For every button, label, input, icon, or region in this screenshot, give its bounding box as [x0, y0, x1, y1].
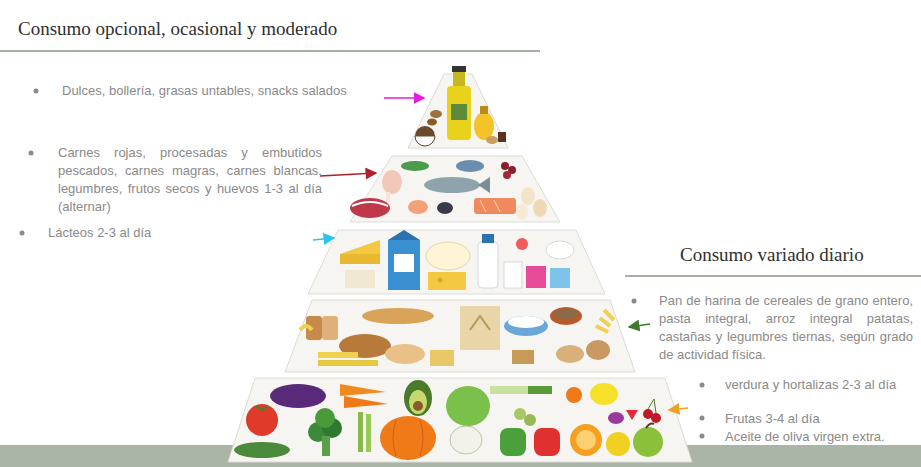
tier-proteins	[350, 160, 547, 220]
bullet-text: Dulces, bollería, grasas untables, snack…	[62, 82, 374, 100]
pyramid-tiers	[228, 74, 692, 462]
bullet-text: Frutas 3-4 al día	[725, 410, 911, 427]
section-heading: Consumo opcional, ocasional y moderado	[18, 17, 337, 41]
heading-rule	[0, 50, 540, 52]
bullet-text: Aceite de oliva virgen extra.	[725, 428, 911, 445]
bullet-dots	[20, 89, 705, 439]
bullet-text: Carnes rojas, procesadas y embutidos pes…	[58, 144, 322, 216]
tier-cereals	[300, 306, 614, 366]
tier-oils-sweets	[415, 66, 506, 146]
bullet-text: Lácteos 2-3 al día	[48, 224, 298, 242]
tier-dairy	[340, 230, 574, 290]
bullet-text: verdura y hortalizas 2-3 al día	[725, 376, 911, 393]
section-heading: Consumo variado diario	[680, 243, 864, 267]
tier-vegetables-fruits	[234, 380, 663, 460]
pointer-arrows	[313, 98, 688, 410]
heading-rule	[625, 275, 921, 277]
bullet-text: Pan de harina de cereales de grano enter…	[659, 292, 913, 364]
